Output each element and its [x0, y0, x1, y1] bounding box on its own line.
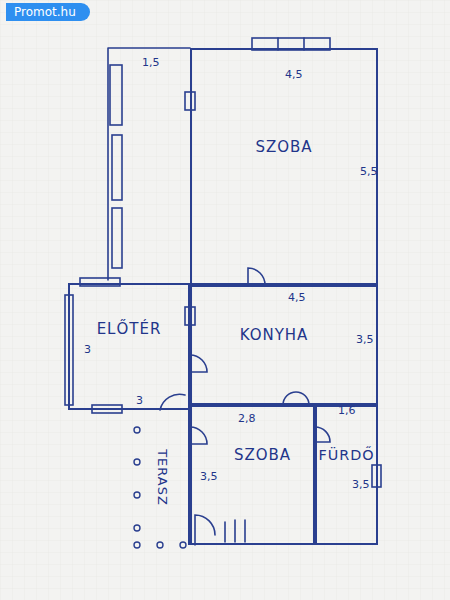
room-name: TERASZ [155, 449, 170, 506]
dimension-label: 3 [84, 343, 91, 356]
room-name: KONYHA [240, 326, 309, 344]
dimension-label: 2,8 [238, 412, 256, 425]
room-box: SZOBA [190, 48, 378, 285]
dimension-label: 4,5 [285, 68, 303, 81]
dimension-label: 1,6 [338, 404, 356, 417]
dimension-label: 3,5 [200, 470, 218, 483]
watermark: Promot.hu [6, 3, 90, 21]
room-box: FÜRDŐ [315, 405, 378, 545]
dimension-label: 3,5 [356, 333, 374, 346]
dimension-label: 3,5 [352, 478, 370, 491]
room-name: ELŐTÉR [97, 320, 162, 338]
room-name: SZOBA [234, 446, 291, 464]
room-name: SZOBA [255, 138, 312, 156]
dimension-label: 3 [136, 394, 143, 407]
terrace-box: TERASZ [137, 410, 190, 545]
dimension-label: 1,5 [142, 56, 160, 69]
dimension-label: 4,5 [288, 291, 306, 304]
room-name: FÜRDŐ [318, 447, 374, 463]
room-box: KONYHA [190, 285, 378, 405]
dimension-label: 5,5 [360, 165, 378, 178]
